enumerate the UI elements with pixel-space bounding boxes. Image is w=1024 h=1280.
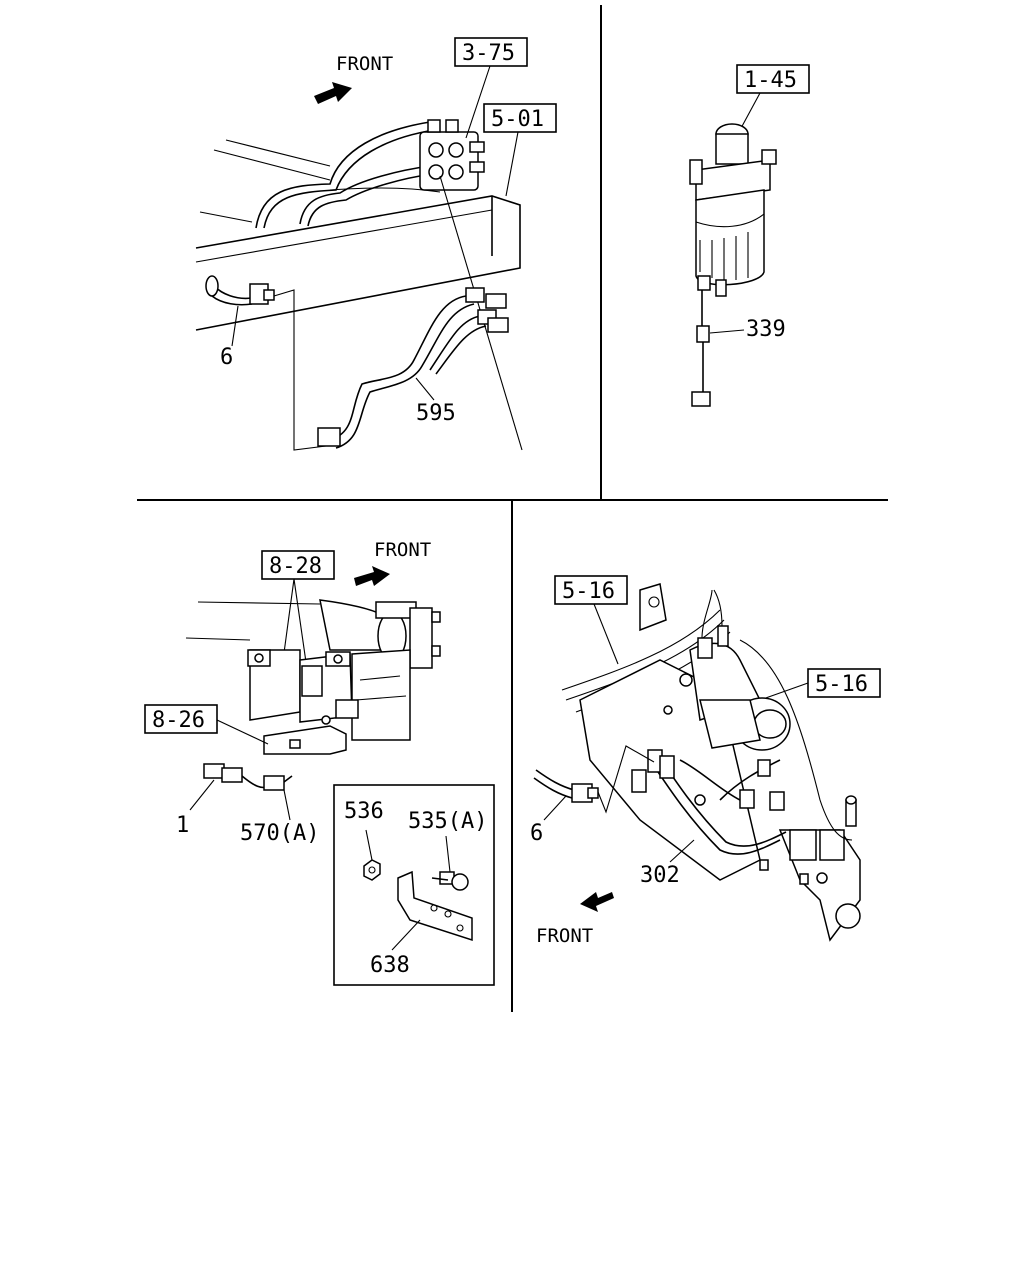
ref-box-5-16-b	[807, 668, 881, 698]
ref-label-8-26: 8-26	[152, 708, 205, 733]
part-label-302: 302	[640, 863, 680, 888]
ref-label-8-28: 8-28	[269, 554, 322, 579]
part-label-6: 6	[220, 345, 233, 370]
frame-rail	[195, 139, 521, 331]
ref-label-1-45: 1-45	[744, 68, 797, 93]
ref-box-8-28	[261, 550, 335, 580]
front-label-3: FRONT	[536, 925, 593, 947]
harness-570a	[203, 763, 293, 791]
ref-box-1-45	[736, 64, 810, 94]
nut-and-bolt	[363, 829, 469, 891]
front-label-2: FRONT	[374, 539, 431, 561]
part-label-1: 1	[176, 813, 189, 838]
ref-box-3-75	[454, 37, 528, 67]
ref-box-5-16-a	[554, 575, 628, 605]
ref-label-3-75: 3-75	[462, 41, 515, 66]
ref-label-5-16-b: 5-16	[815, 672, 868, 697]
harness-6-right	[533, 769, 599, 803]
part-label-536: 536	[344, 799, 384, 824]
part-label-6-right: 6	[530, 821, 543, 846]
part-label-595: 595	[416, 401, 456, 426]
brake-pipes	[255, 121, 441, 229]
ref-box-5-01	[483, 103, 557, 133]
harness-6	[205, 275, 275, 306]
front-arrow-icon-3	[580, 892, 614, 912]
front-label: FRONT	[336, 53, 393, 75]
panel-bottom-right: 5-16 5-16	[530, 575, 881, 947]
panel-bottom-left: FRONT 8-28	[144, 539, 495, 986]
part-label-638: 638	[370, 953, 410, 978]
wiring-harness-595	[317, 287, 509, 449]
modulator-valve	[419, 119, 485, 191]
panel-top-left: FRONT	[195, 37, 557, 451]
part-label-339: 339	[746, 317, 786, 342]
ref-label-5-01: 5-01	[491, 107, 544, 132]
ref-label-5-16-a: 5-16	[562, 579, 615, 604]
part-label-570a: 570(A)	[240, 821, 319, 846]
bracket-638	[397, 870, 473, 942]
bracket-assembly	[185, 599, 441, 755]
harness-302	[631, 749, 787, 855]
fuel-filter-assembly	[689, 123, 777, 407]
part-label-535a: 535(A)	[408, 809, 487, 834]
ref-box-8-26	[144, 704, 218, 734]
front-arrow-icon	[314, 82, 352, 104]
front-arrow-icon-2	[354, 566, 390, 586]
panel-top-right: 1-45 339	[689, 64, 810, 407]
abs-modulator-assembly	[561, 583, 861, 942]
